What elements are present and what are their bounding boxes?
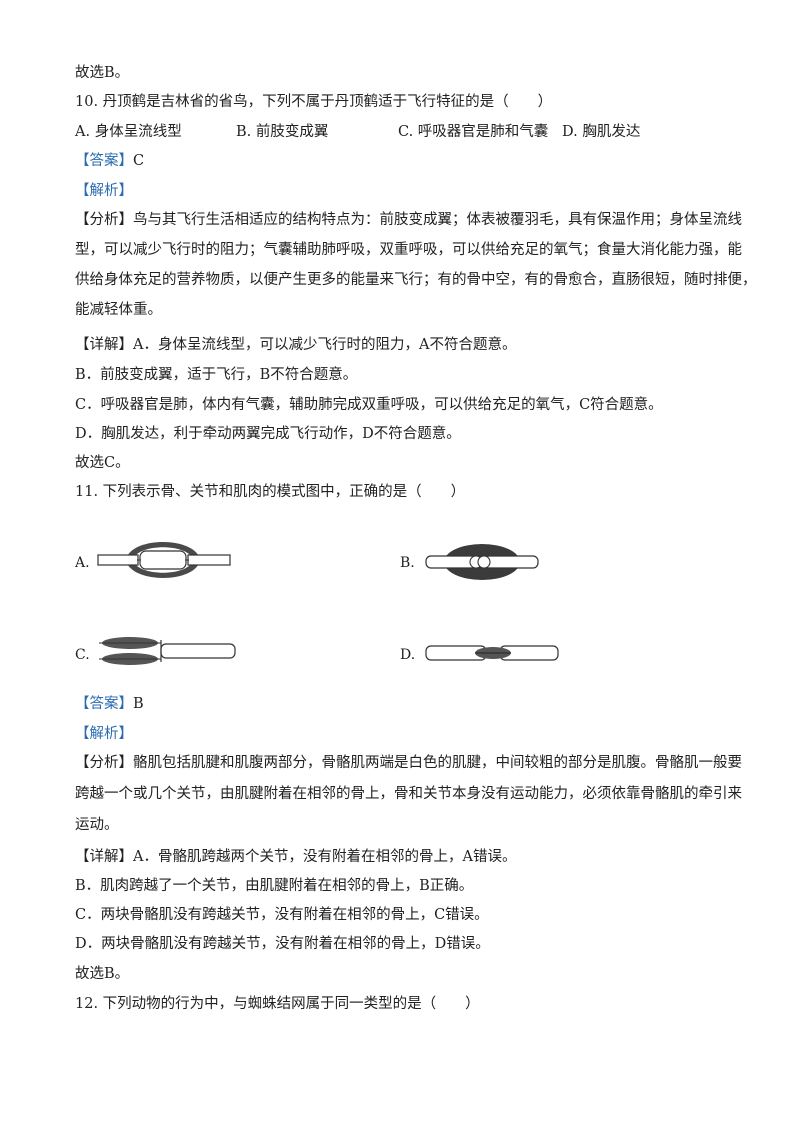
q9-conclusion: 故选B。 [75, 65, 130, 81]
q11-detail-line-3: C．两块骨骼肌没有跨越关节，没有附着在相邻的骨上，C错误。 [75, 907, 489, 923]
q10-conclusion: 故选C。 [75, 455, 130, 471]
q10-option-b: B. 前肢变成翼 [236, 124, 329, 140]
q11-fenxi-line-2: 跨越一个或几个关节，由肌腱附着在相邻的骨上，骨和关节本身没有运动能力，必须依靠骨… [75, 786, 742, 802]
q10-answer: C [133, 153, 145, 169]
q11-fenxi-line-3: 运动。 [75, 817, 119, 833]
figure-b-label: B. [400, 555, 415, 571]
q10-option-d: D. 胸肌发达 [562, 124, 641, 140]
q11-detail-line-2: B．肌肉跨越了一个关节，由肌腱附着在相邻的骨上，B正确。 [75, 878, 474, 894]
figure-d-label: D. [400, 647, 416, 663]
figure-b-bone-muscle-diagram [425, 544, 539, 580]
q10-analysis-tag: 【解析】 [75, 183, 133, 199]
q11-detail-line-4: D．两块骨骼肌没有跨越关节，没有附着在相邻的骨上，D错误。 [75, 936, 490, 952]
figure-c-bone-muscle-diagram [99, 637, 236, 665]
q11-stem: 11. 下列表示骨、关节和肌肉的模式图中，正确的是（ ） [75, 484, 466, 500]
q10-stem: 10. 丹顶鹤是吉林省的省鸟，下列不属于丹顶鹤适于飞行特征的是（ ） [75, 94, 553, 110]
fenxi-tag: 【分析】 [75, 755, 133, 771]
answer-tag: 【答案】 [75, 696, 133, 712]
q10-fenxi-line-1: 【分析】鸟与其飞行生活相适应的结构特点为：前肢变成翼；体表被覆羽毛，具有保温作用… [75, 212, 742, 228]
fenxi-tag: 【分析】 [75, 212, 133, 228]
q11-analysis-tag: 【解析】 [75, 726, 133, 742]
q10-answer-line: 【答案】C [75, 151, 144, 171]
q10-detail-line-1: 【详解】A．身体呈流线型，可以减少飞行时的阻力，A不符合题意。 [75, 337, 517, 353]
q11-answer-line: 【答案】B [75, 694, 144, 714]
q10-option-c: C. 呼吸器官是肺和气囊 [398, 124, 549, 140]
q10-fenxi-line-3: 供给身体充足的营养物质，以便产生更多的能量来飞行；有的骨中空，有的骨愈合，直肠很… [75, 272, 757, 288]
q10-option-a: A. 身体呈流线型 [75, 124, 182, 140]
q11-answer: B [133, 696, 144, 712]
q10-fenxi-line-4: 能减轻体重。 [75, 302, 162, 318]
detail-tag: 【详解】 [75, 337, 133, 353]
q11-fenxi-line-1: 【分析】骼肌包括肌腱和肌腹两部分，骨骼肌两端是白色的肌腱，中间较粗的部分是肌腹。… [75, 755, 742, 771]
q11-detail-line-1: 【详解】A．骨骼肌跨越两个关节，没有附着在相邻的骨上，A错误。 [75, 849, 517, 865]
figure-d-bone-muscle-diagram [425, 645, 559, 661]
q10-detail-line-4: D．胸肌发达，利于牵动两翼完成飞行动作，D不符合题意。 [75, 426, 461, 442]
q10-detail-line-3: C．呼吸器官是肺，体内有气囊，辅助肺完成双重呼吸，可以供给充足的氧气，C符合题意… [75, 397, 663, 413]
figure-a-label: A. [75, 555, 90, 571]
answer-tag: 【答案】 [75, 153, 133, 169]
q12-stem: 12. 下列动物的行为中，与蜘蛛结网属于同一类型的是（ ） [75, 996, 480, 1012]
q10-detail-line-2: B．前肢变成翼，适于飞行，B不符合题意。 [75, 367, 358, 383]
q11-conclusion: 故选B。 [75, 966, 130, 982]
detail-tag: 【详解】 [75, 849, 133, 865]
figure-a-bone-muscle-diagram [97, 542, 231, 578]
q10-fenxi-line-2: 型，可以减少飞行时的阻力；气囊辅助肺呼吸，双重呼吸，可以供给充足的氧气；食量大消… [75, 242, 742, 258]
figure-c-label: C. [75, 647, 90, 663]
